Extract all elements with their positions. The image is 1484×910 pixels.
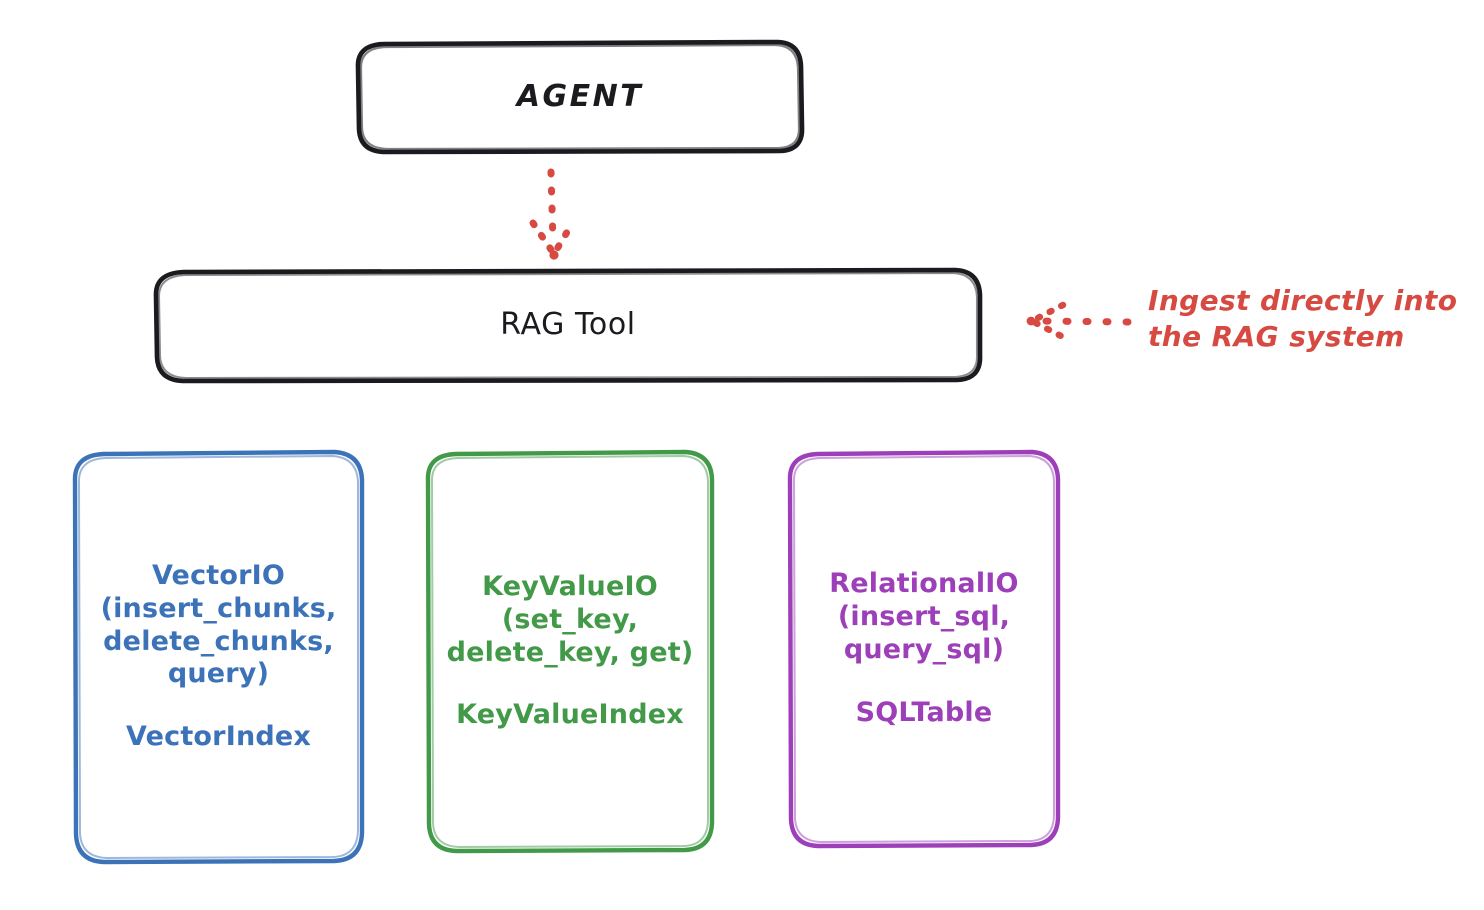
relational-io-api-label: RelationalIO (insert_sql, query_sql) — [829, 568, 1019, 665]
relational-io-node-label: RelationalIO (insert_sql, query_sql) SQL… — [790, 452, 1058, 846]
key-value-io-node-label: KeyValueIO (set_key, delete_key, get) Ke… — [428, 452, 712, 851]
vector-io-api-label: VectorIO (insert_chunks, delete_chunks, … — [100, 559, 337, 690]
key-value-io-index-label: KeyValueIndex — [456, 699, 684, 731]
ingest-arrow-connector — [1026, 301, 1132, 341]
vector-io-index-label: VectorIndex — [125, 721, 312, 753]
ingest-annotation-text: Ingest directly into the RAG system — [1148, 284, 1458, 354]
agent-to-rag-connector — [529, 168, 577, 260]
agent-node-label: AGENT — [516, 78, 644, 114]
relational-io-index-label: SQLTable — [855, 696, 993, 728]
rag-tool-node-label: RAG Tool — [500, 307, 636, 343]
vector-io-node-label: VectorIO (insert_chunks, delete_chunks, … — [75, 452, 362, 862]
key-value-io-api-label: KeyValueIO (set_key, delete_key, get) — [446, 570, 694, 668]
